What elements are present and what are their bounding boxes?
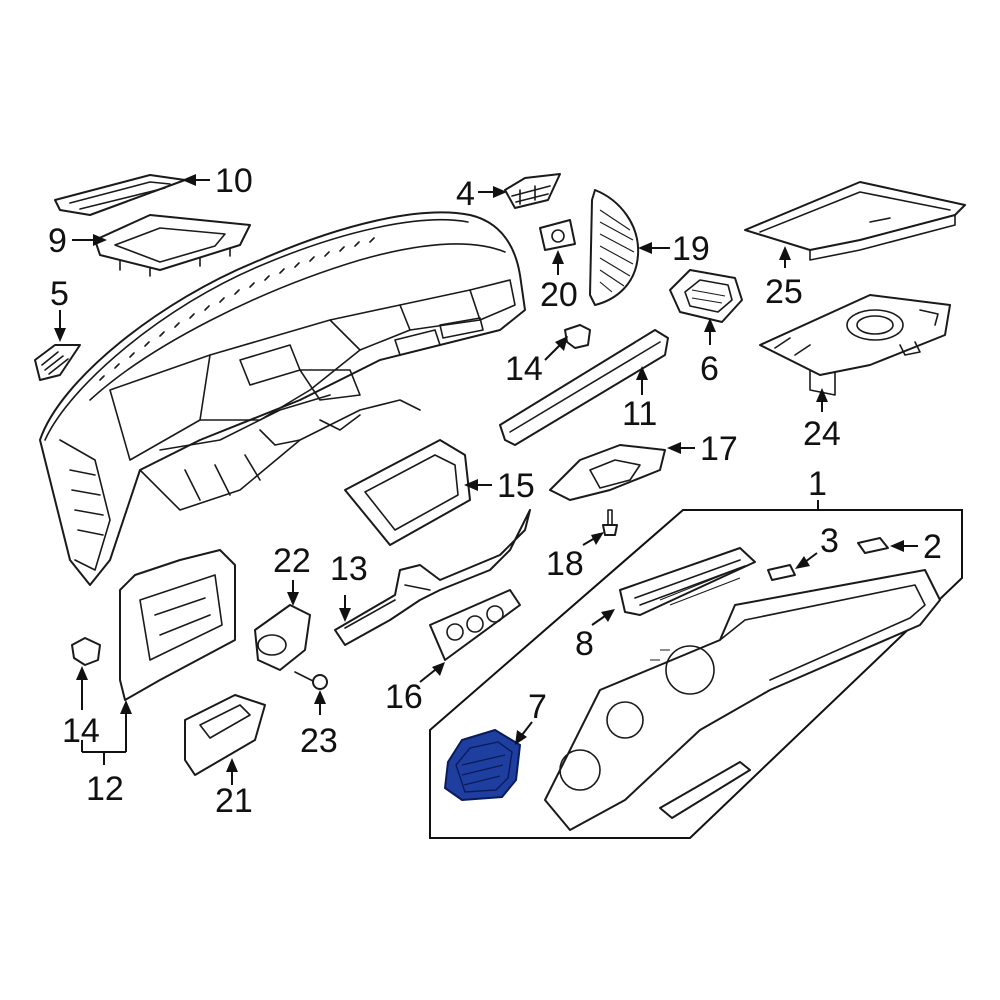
callout-4: 4 bbox=[456, 175, 475, 213]
trim-strip bbox=[659, 761, 751, 819]
part-19 bbox=[589, 189, 640, 306]
callout-6: 6 bbox=[700, 350, 719, 388]
callout-7: 7 bbox=[528, 688, 547, 726]
part-15 bbox=[344, 439, 471, 546]
callout-13: 13 bbox=[330, 550, 368, 588]
callout-10: 10 bbox=[215, 162, 253, 200]
callout-2: 2 bbox=[923, 528, 942, 566]
callout-14-bottom: 14 bbox=[62, 712, 100, 750]
callout-labels: 10 9 5 4 20 19 6 25 24 14 11 17 15 18 13… bbox=[48, 162, 942, 820]
callout-23: 23 bbox=[300, 722, 338, 760]
part-17 bbox=[549, 444, 666, 501]
callout-18: 18 bbox=[546, 545, 584, 583]
part-9 bbox=[94, 214, 251, 277]
part-13 bbox=[334, 509, 531, 646]
cluster-bezel bbox=[544, 569, 941, 831]
callout-24: 24 bbox=[803, 415, 841, 453]
callout-22: 22 bbox=[273, 542, 311, 580]
part-21 bbox=[184, 694, 266, 776]
part-18 bbox=[602, 509, 618, 536]
callout-12: 12 bbox=[86, 770, 124, 808]
part-6 bbox=[669, 269, 743, 323]
part-12 bbox=[119, 549, 236, 701]
callout-25: 25 bbox=[765, 273, 803, 311]
part-3 bbox=[767, 564, 796, 581]
part-11 bbox=[499, 329, 669, 446]
callout-3: 3 bbox=[820, 522, 839, 560]
part-16 bbox=[429, 589, 521, 661]
part-23 bbox=[294, 671, 328, 690]
callout-9: 9 bbox=[48, 222, 67, 260]
part-14-top bbox=[564, 324, 591, 349]
part-8 bbox=[619, 547, 756, 616]
part-5 bbox=[34, 344, 81, 381]
callout-8: 8 bbox=[575, 625, 594, 663]
callout-14-top: 14 bbox=[505, 350, 543, 388]
part-4 bbox=[504, 173, 561, 209]
leader-lines bbox=[54, 174, 918, 785]
part-24 bbox=[759, 294, 951, 396]
part-25 bbox=[744, 181, 966, 261]
callout-5: 5 bbox=[50, 275, 69, 313]
part-2 bbox=[857, 537, 889, 554]
callout-21: 21 bbox=[215, 782, 253, 820]
callout-17: 17 bbox=[700, 430, 738, 468]
kit-box bbox=[429, 509, 963, 839]
dashboard-assembly bbox=[39, 211, 526, 586]
callout-1: 1 bbox=[808, 465, 827, 503]
part-14-bottom bbox=[71, 637, 101, 666]
part-20 bbox=[539, 219, 576, 251]
callout-16: 16 bbox=[385, 678, 423, 716]
part-7-highlighted bbox=[443, 728, 522, 802]
part-10 bbox=[54, 174, 186, 216]
callout-20: 20 bbox=[540, 276, 578, 314]
part-22 bbox=[254, 604, 311, 671]
callout-15: 15 bbox=[497, 467, 535, 505]
callout-19: 19 bbox=[672, 230, 710, 268]
callout-11: 11 bbox=[622, 395, 657, 433]
